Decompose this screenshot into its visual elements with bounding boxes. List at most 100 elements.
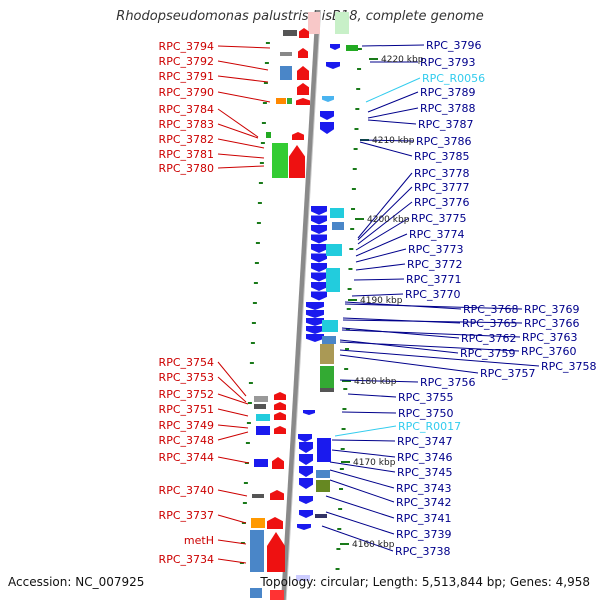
gene-block — [320, 344, 334, 364]
leader-line — [341, 327, 460, 339]
reverse-gene-arrow — [303, 410, 315, 415]
leader-line — [217, 393, 249, 405]
gene-label-right: RPC_3796 — [426, 39, 481, 52]
reverse-gene-arrow — [311, 215, 327, 225]
reverse-gene-arrow — [320, 111, 334, 120]
reverse-gene-arrow — [306, 310, 324, 318]
gene-label-right: RPC_3739 — [396, 528, 451, 541]
leader-line — [331, 449, 396, 458]
gene-label-left: RPC_3734 — [159, 553, 214, 566]
kbp-label: 4200 kbp — [367, 215, 410, 225]
forward-gene-arrow — [299, 28, 309, 38]
map-title: Rhodopseudomonas palustris BisB18, compl… — [116, 9, 484, 24]
tick-mark — [357, 48, 362, 50]
gene-label-right: RPC_3775 — [411, 212, 466, 225]
gene-label-left: RPC_3744 — [159, 451, 214, 464]
gene-block — [283, 30, 297, 36]
gene-label-right: RPC_3738 — [395, 545, 450, 558]
gene-label-right: RPC_3773 — [408, 243, 463, 256]
gene-label-right: RPC_3742 — [396, 496, 451, 509]
tick-mark — [248, 382, 253, 384]
leader-line — [355, 248, 407, 263]
leader-line — [329, 461, 396, 473]
reverse-gene-arrow — [311, 244, 327, 253]
leader-line — [217, 456, 250, 464]
gene-block — [254, 459, 268, 467]
gene-label-right: RPC_3750 — [398, 407, 453, 420]
tick-mark — [251, 322, 256, 324]
tick-mark — [354, 128, 359, 130]
gene-block — [250, 588, 262, 598]
gene-label-left: metH — [184, 534, 214, 547]
tick-mark — [252, 302, 257, 304]
tick-mark — [353, 148, 358, 150]
tick-mark — [348, 268, 353, 270]
leader-line — [217, 91, 271, 103]
leader-line — [217, 123, 259, 139]
tick-mark — [264, 62, 269, 64]
leader-line — [325, 495, 395, 519]
reverse-gene-arrow — [311, 234, 327, 244]
tick-mark — [352, 168, 357, 170]
forward-gene-arrow — [274, 392, 286, 400]
reverse-gene-arrow — [311, 263, 327, 272]
reverse-gene-arrow — [311, 225, 327, 234]
gene-block — [251, 518, 265, 528]
leader-line — [321, 525, 394, 552]
gene-label-right: RPC_3762 — [461, 332, 516, 345]
gene-label-right: RPC_3777 — [414, 181, 469, 194]
gene-label-right: RPC_3765 — [462, 317, 517, 330]
leader-line — [359, 139, 415, 142]
kbp-label: 4180 kbp — [354, 377, 397, 387]
gene-label-left: RPC_3782 — [159, 133, 214, 146]
leader-line — [217, 108, 259, 138]
gene-block — [280, 52, 292, 56]
leader-line — [217, 408, 249, 417]
gene-label-right: RPC_3776 — [414, 196, 469, 209]
leader-line — [367, 91, 419, 113]
gene-block — [320, 366, 334, 388]
gene-block — [332, 222, 344, 230]
reverse-gene-arrow — [299, 478, 313, 489]
gene-label-right: RPC_3778 — [414, 167, 469, 180]
forward-gene-arrow — [272, 457, 284, 469]
leader-line — [365, 77, 421, 103]
reverse-gene-arrow — [306, 326, 324, 334]
tick-mark — [255, 242, 260, 244]
tick-mark — [265, 42, 270, 44]
tick-mark — [247, 402, 252, 404]
leader-line — [325, 511, 395, 535]
gene-label-right: RPC_3759 — [460, 347, 515, 360]
leader-line — [357, 186, 413, 241]
gene-label-left: RPC_3780 — [159, 162, 214, 175]
leader-line — [353, 278, 405, 281]
gene-label-right: RPC_3766 — [524, 317, 579, 330]
tick-mark — [257, 202, 262, 204]
tick-mark — [241, 522, 246, 524]
gene-label-right: RPC_3763 — [522, 331, 577, 344]
gene-block — [272, 143, 288, 178]
leader-line — [341, 329, 521, 338]
leader-line — [217, 489, 248, 497]
leader-line — [217, 424, 249, 429]
gene-label-right: RPC_3746 — [397, 451, 452, 464]
tick-mark — [351, 208, 356, 210]
kbp-tick — [342, 380, 351, 382]
forward-gene-arrow — [267, 532, 285, 572]
tick-mark — [342, 408, 347, 410]
kbp-tick — [341, 461, 350, 463]
tick-mark — [240, 542, 245, 544]
gene-label-left: RPC_3790 — [159, 86, 214, 99]
gene-label-right: RPC_3788 — [420, 102, 475, 115]
tick-mark — [349, 248, 354, 250]
gene-label-right: RPC_3760 — [521, 345, 576, 358]
reverse-gene-arrow — [299, 466, 313, 477]
gene-block — [346, 45, 358, 51]
tick-mark — [343, 388, 348, 390]
tick-mark — [245, 442, 250, 444]
forward-gene-arrow — [267, 517, 283, 529]
reverse-gene-arrow — [311, 206, 327, 215]
tick-mark — [256, 222, 261, 224]
gene-block — [266, 132, 271, 138]
tick-mark — [263, 82, 268, 84]
